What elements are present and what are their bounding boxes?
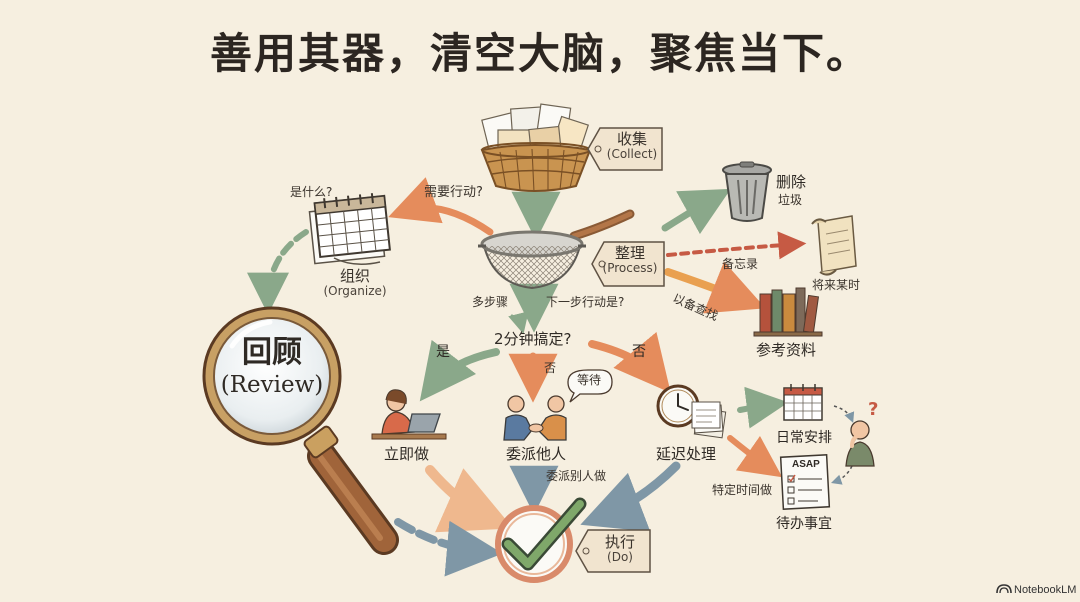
arrow-no-defer [588, 331, 671, 393]
organize-cn: 组织 [339, 267, 370, 285]
collect-tag-shape [587, 127, 663, 171]
do-now-label: 立即做 [384, 445, 430, 463]
what-is-it-label: 是什么? [290, 185, 333, 199]
checkmark-icon [495, 497, 587, 583]
trash-sub: 垃圾 [778, 193, 803, 207]
no-delegate-label: 否 [544, 361, 557, 375]
yes-label: 是 [436, 344, 450, 360]
arrow-do-now-to-execute [425, 465, 514, 533]
two-minutes-label: 2分钟搞定? [494, 330, 572, 348]
page-title: 善用其器，清空大脑，聚焦当下。 [209, 29, 870, 78]
asap-checklist-icon [779, 454, 831, 510]
trash-title: 删除 [776, 173, 807, 191]
collect-en: (Collect) [606, 147, 658, 162]
review-en: (Review) [220, 372, 324, 398]
person-laptop-icon [371, 389, 447, 440]
scroll-icon [811, 215, 857, 276]
arrow-calendar-to-person [833, 405, 855, 423]
defer-label: 延迟处理 [656, 445, 717, 463]
calendar-icon [308, 193, 391, 265]
delegate-label: 委派他人 [506, 445, 567, 463]
basket-icon [480, 103, 592, 193]
arrow-multi-step [508, 311, 529, 335]
execute-tag-shape [575, 529, 651, 573]
next-action-label: 下一步行动是? [546, 295, 625, 309]
trash-can-icon [722, 161, 772, 222]
someday-label: 将来某时 [812, 278, 861, 292]
organize-en: (Organize) [323, 284, 387, 299]
strainer-icon [478, 209, 635, 290]
calendar-label: 日常安排 [776, 430, 832, 446]
execute-cn: 执行 [604, 533, 635, 551]
multi-step-label: 多步骤 [472, 295, 509, 309]
arrow-yes-do-now [419, 339, 500, 402]
speech-bubble-shape [567, 369, 613, 403]
handshake-icon [503, 395, 567, 441]
reference-label: 参考资料 [756, 341, 817, 359]
arrow-organize-to-review [247, 229, 309, 315]
arrow-to-someday [666, 231, 807, 260]
specific-time-label: 特定时间做 [712, 483, 773, 497]
asap-label: ASAP [792, 459, 820, 470]
process-cn: 整理 [614, 244, 645, 262]
paper-stack-icon [691, 401, 727, 439]
brand-label: NotebookLM [1014, 584, 1077, 596]
review-cn: 回顾 [242, 335, 302, 370]
delegate-other-label: 委派别人做 [546, 469, 607, 483]
arrow-process-to-organize [388, 177, 494, 236]
collect-cn: 收集 [616, 130, 647, 148]
arrow-defer-to-execute [580, 461, 681, 532]
process-en: (Process) [602, 261, 658, 276]
arrow-to-reference [664, 261, 766, 314]
small-calendar-icon [783, 384, 823, 421]
arrow-to-calendar [737, 386, 789, 429]
process-label: 整理 (Process) [596, 244, 664, 276]
arrow-to-asap [727, 435, 783, 478]
arrow-review-to-execute [394, 518, 503, 577]
todo-label: 待办事宜 [776, 516, 832, 532]
notebooklm-logo-icon [996, 584, 1012, 594]
memo-label: 备忘录 [722, 257, 759, 271]
execute-label: 执行 (Do) [590, 533, 650, 565]
wait-label: 等待 [577, 373, 602, 387]
arrow-person-to-asap [831, 465, 853, 485]
magnifier-icon [202, 306, 399, 555]
question-mark-label: ? [868, 399, 879, 420]
need-action-label: 需要行动? [424, 185, 483, 200]
execute-en: (Do) [607, 550, 633, 565]
thinking-person-icon [845, 420, 875, 467]
organize-label: 组织 (Organize) [318, 267, 392, 299]
books-icon [753, 287, 823, 337]
arrow-to-trash [661, 188, 731, 235]
no-defer-label: 否 [632, 344, 646, 360]
collect-label: 收集 (Collect) [602, 130, 662, 162]
process-tag-shape [591, 241, 665, 287]
